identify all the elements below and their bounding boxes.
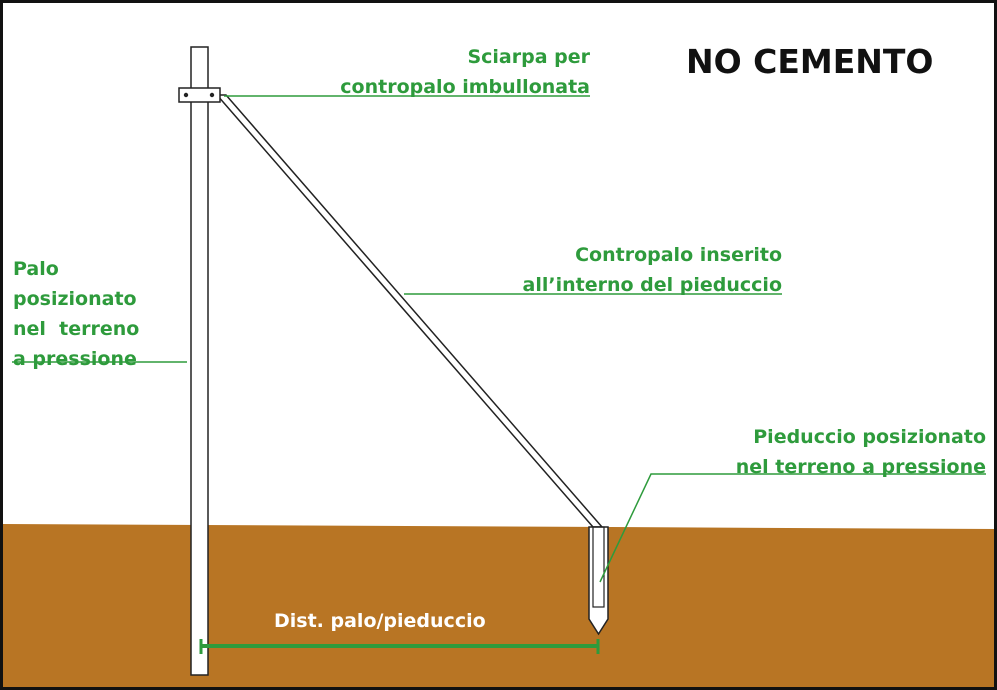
clamp-bracket bbox=[178, 87, 221, 103]
brace-label-line: all’interno del pieduccio bbox=[522, 274, 782, 296]
post-label: Palo posizionato nel terreno a pressione bbox=[13, 254, 139, 374]
brace-pole bbox=[215, 94, 604, 528]
distance-dimension bbox=[199, 639, 600, 654]
stake-label-line: nel terreno a pressione bbox=[735, 456, 986, 478]
stake-label-line: Pieduccio posizionato bbox=[753, 426, 986, 448]
distance-label: Dist. palo/pieduccio bbox=[274, 610, 486, 632]
brace-label: Contropalo inserito all’interno del pied… bbox=[523, 240, 782, 300]
stake-leader-line bbox=[599, 473, 986, 583]
diagram-title: NO CEMENTO bbox=[686, 42, 934, 81]
post-label-line: posizionato bbox=[13, 288, 137, 310]
main-post bbox=[190, 46, 209, 676]
ground bbox=[3, 524, 997, 690]
post-label-line: nel terreno bbox=[13, 318, 140, 340]
clamp-label: Sciarpa per contropalo imbullonata bbox=[340, 42, 590, 102]
post-label-line: a pressione bbox=[13, 348, 137, 370]
post-label-line: Palo bbox=[13, 258, 59, 280]
ground-stake bbox=[588, 526, 609, 636]
brace-label-line: Contropalo inserito bbox=[575, 244, 782, 266]
stake-label: Pieduccio posizionato nel terreno a pres… bbox=[736, 422, 986, 482]
clamp-label-line: Sciarpa per bbox=[467, 46, 590, 68]
clamp-label-line: contropalo imbullonata bbox=[340, 76, 590, 98]
